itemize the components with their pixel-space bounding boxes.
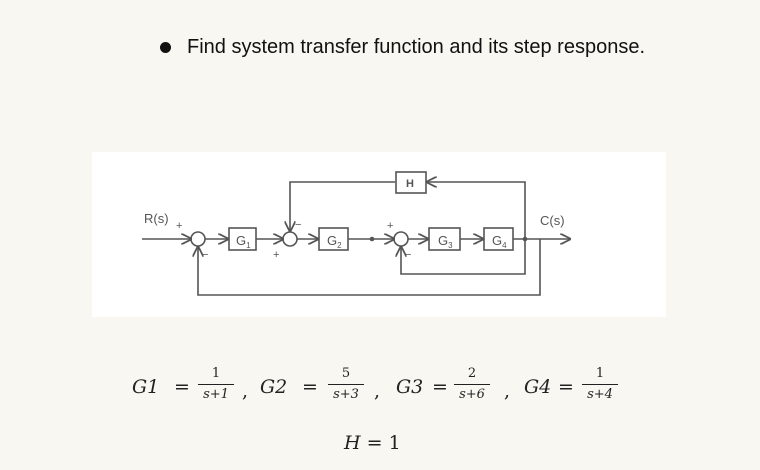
block-g1: [228, 227, 257, 251]
eq-g3-denominator: s+6: [459, 387, 485, 402]
eq-g3-equals: =: [432, 376, 448, 398]
eq-g1-equals: =: [174, 376, 190, 398]
eq-g2-lhs: G2: [260, 376, 288, 398]
pickoff-point-g2: [369, 236, 375, 242]
block-g2: [318, 227, 349, 251]
outer-feedback-path: [198, 239, 541, 296]
block-diagram: G1 G2 G3 G4 H R(s) C(s) + − − + + −: [142, 171, 666, 296]
pickoff-point-c: [522, 236, 528, 242]
sj1-minus-sign: −: [202, 249, 208, 261]
block-g1-label: G1: [236, 233, 251, 250]
block-h-label: H: [406, 178, 414, 190]
block-g4-label: G4: [492, 233, 507, 250]
eq-g3-fraction: 2 s+6: [452, 366, 492, 403]
summing-junction-3: [393, 231, 409, 247]
summing-junction-1: [190, 231, 206, 247]
eq-g2-numerator: 5: [341, 366, 351, 381]
eq-g1-numerator: 1: [211, 366, 221, 381]
eq-g4-lhs: G4: [524, 376, 552, 398]
eq-h-lhs: H: [344, 432, 361, 454]
eq-separator: ,: [242, 380, 249, 402]
block-g3-label: G3: [438, 233, 453, 250]
sj1-plus-sign: +: [176, 220, 182, 232]
eq-separator: ,: [504, 380, 511, 402]
block-g2-label: G2: [327, 233, 342, 250]
block-h: [395, 171, 427, 194]
eq-g3-lhs: G3: [396, 376, 424, 398]
eq-g4-denominator: s+4: [587, 387, 613, 402]
input-label: R(s): [144, 211, 169, 226]
fraction-bar: [328, 384, 364, 385]
sj2-plus-sign: +: [273, 249, 279, 261]
sj2-minus-sign: −: [295, 219, 301, 231]
eq-g2-fraction: 5 s+3: [326, 366, 366, 403]
eq-separator: ,: [374, 380, 381, 402]
bullet-dot: [160, 42, 171, 53]
eq-g4-numerator: 1: [595, 366, 605, 381]
fraction-bar: [454, 384, 490, 385]
transfer-functions: G1 = 1 s+1 , G2 = 5 s+3 , G3 = 2 s+6 , G…: [0, 366, 760, 416]
eq-g2-equals: =: [302, 376, 318, 398]
eq-g1-lhs: G1: [132, 376, 160, 398]
inner-feedback-path: [401, 239, 526, 275]
eq-h-rhs: = 1: [366, 432, 401, 454]
h-output-path: [290, 181, 395, 231]
eq-g4-fraction: 1 s+4: [580, 366, 620, 403]
eq-g3-numerator: 2: [467, 366, 477, 381]
eq-h: H = 1: [344, 432, 401, 454]
fraction-bar: [198, 384, 234, 385]
eq-g2-denominator: s+3: [333, 387, 359, 402]
output-label: C(s): [540, 213, 565, 228]
block-g4: [483, 227, 514, 251]
sj3-plus-sign: +: [387, 220, 393, 232]
eq-g1-fraction: 1 s+1: [196, 366, 236, 403]
fraction-bar: [582, 384, 618, 385]
instruction-text: Find system transfer function and its st…: [187, 36, 645, 58]
eq-g4-equals: =: [558, 376, 574, 398]
block-diagram-panel: G1 G2 G3 G4 H R(s) C(s) + − − + + −: [92, 152, 666, 317]
sj3-minus-sign: −: [405, 249, 411, 261]
block-g3: [428, 227, 461, 251]
h-input-path: [427, 182, 526, 239]
summing-junction-2: [282, 231, 298, 247]
eq-g1-denominator: s+1: [203, 387, 229, 402]
